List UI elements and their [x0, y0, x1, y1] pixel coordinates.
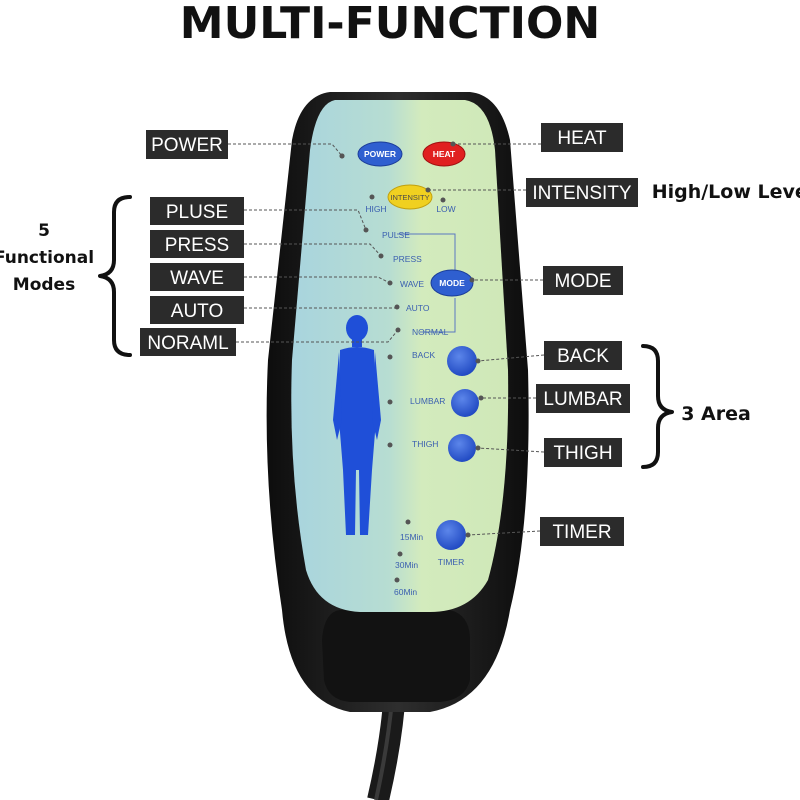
high-label: HIGH [365, 204, 386, 214]
callout-lumbar: LUMBAR [536, 384, 630, 413]
remote-grip [322, 610, 470, 702]
leader-lines [228, 141, 545, 538]
callout-intensity-label: INTENSITY [532, 183, 632, 204]
callout-noraml: NORAML [140, 328, 236, 356]
human-body-icon [333, 315, 381, 535]
modes-note-line3: Modes [13, 275, 75, 295]
callout-timer-label: TIMER [552, 522, 611, 543]
high-low-level-note: High/Low Level [652, 181, 800, 203]
intensity-button[interactable]: INTENSITY [387, 184, 433, 210]
modes-brace [98, 195, 132, 357]
callout-press-label: PRESS [165, 235, 229, 256]
heat-button-label: HEAT [433, 149, 456, 159]
callout-auto: AUTO [150, 296, 244, 324]
callout-back: BACK [544, 341, 622, 370]
timer-60-label: 60Min [394, 587, 417, 597]
callout-thigh: THIGH [544, 438, 622, 467]
lumbar-button[interactable] [451, 389, 479, 417]
callout-heat: HEAT [541, 123, 623, 152]
heat-button[interactable]: HEAT [422, 141, 466, 167]
modes-note-line1: 5 [38, 221, 50, 241]
intensity-button-label: INTENSITY [390, 193, 429, 202]
callout-timer: TIMER [540, 517, 624, 546]
mode-button-label: MODE [439, 278, 465, 288]
lumbar-label: LUMBAR [410, 396, 445, 406]
timer-15-label: 15Min [400, 532, 423, 542]
callout-pluse: PLUSE [150, 197, 244, 225]
callout-power: POWER [146, 130, 228, 159]
callout-wave: WAVE [150, 263, 244, 291]
callout-auto-label: AUTO [171, 301, 223, 322]
back-button[interactable] [447, 346, 477, 376]
wave-label: WAVE [400, 279, 424, 289]
timer-30-label: 30Min [395, 560, 418, 570]
power-button-label: POWER [364, 149, 396, 159]
power-button[interactable]: POWER [357, 141, 403, 167]
low-label: LOW [436, 204, 455, 214]
callout-heat-label: HEAT [557, 128, 607, 149]
callout-pluse-label: PLUSE [166, 202, 228, 223]
callout-power-label: POWER [151, 135, 223, 156]
timer-button[interactable] [436, 520, 466, 550]
auto-label: AUTO [406, 303, 430, 313]
back-label: BACK [412, 350, 435, 360]
mode-button[interactable]: MODE [430, 269, 474, 297]
pulse-label: PULSE [382, 230, 410, 240]
callout-thigh-label: THIGH [553, 443, 612, 464]
timer-label: TIMER [438, 557, 464, 567]
callout-press: PRESS [150, 230, 244, 258]
remote-panel-labels: HIGH LOW PULSE PRESS WAVE AUTO NORMAL BA… [365, 204, 464, 597]
mode-bracket-line [397, 233, 456, 333]
three-area-note: 3 Area [681, 403, 751, 425]
callout-mode: MODE [543, 266, 623, 295]
thigh-button[interactable] [448, 434, 476, 462]
callout-back-label: BACK [557, 346, 609, 367]
page-title: MULTI-FUNCTION [180, 0, 600, 49]
callout-intensity: INTENSITY [526, 178, 638, 207]
callout-mode-label: MODE [555, 271, 612, 292]
modes-note-line2: Functional [0, 248, 94, 268]
callout-wave-label: WAVE [170, 268, 224, 289]
thigh-label: THIGH [412, 439, 438, 449]
callout-noraml-label: NORAML [147, 333, 228, 354]
area-brace [641, 344, 674, 469]
callout-lumbar-label: LUMBAR [543, 389, 622, 410]
press-label: PRESS [393, 254, 422, 264]
normal-label: NORMAL [412, 327, 449, 337]
